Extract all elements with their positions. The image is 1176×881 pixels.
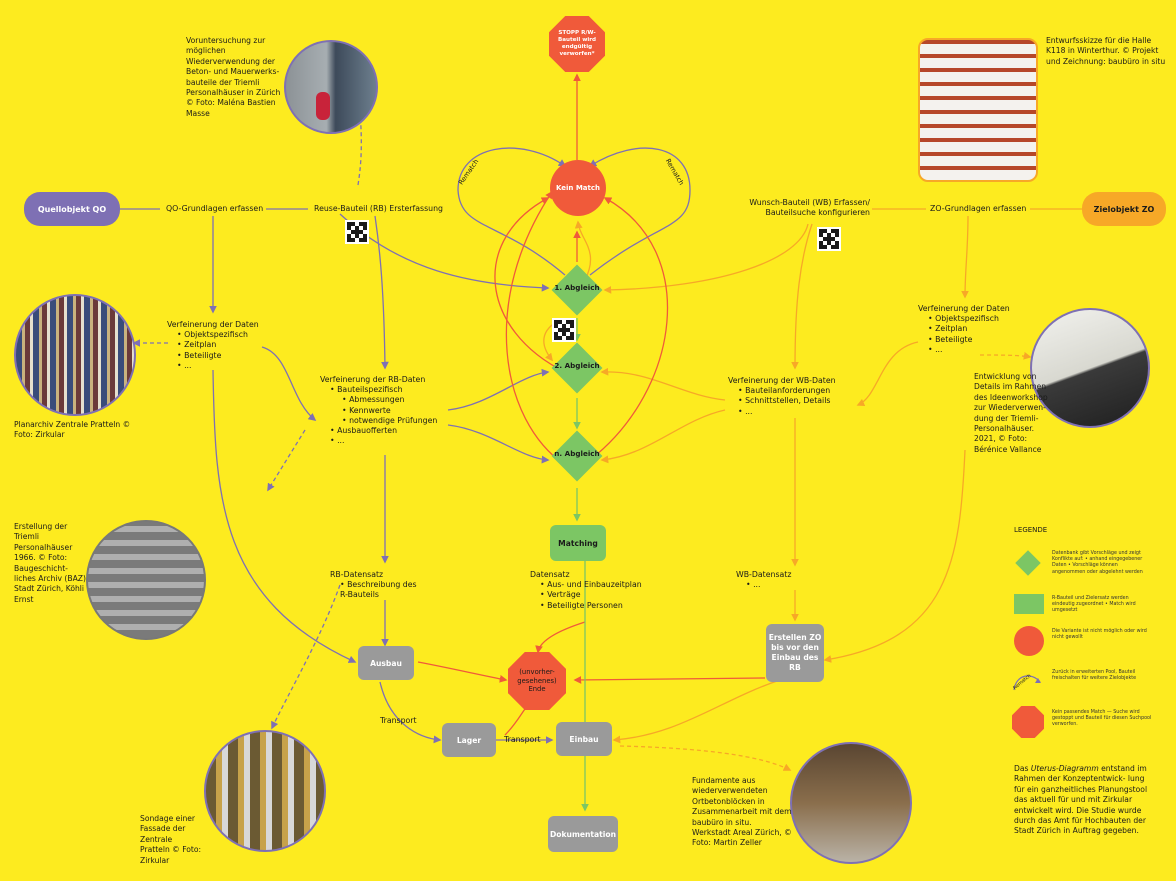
photo-sondage-fassade: [204, 730, 326, 852]
datensatz-item: Verträge: [540, 590, 650, 600]
rb-datensatz-block: RB-Datensatz Beschreibung des R-Bauteils: [330, 570, 440, 601]
quellobjekt-node[interactable]: Quellobjekt QO: [24, 192, 120, 226]
lager-box[interactable]: Lager: [442, 723, 496, 757]
wb-datensatz-block: WB-Datensatz ...: [736, 570, 816, 590]
legend-rematch-text: Zurück in erweiterten Pool, Bauteil frei…: [1052, 670, 1137, 682]
qr-code-icon[interactable]: [345, 220, 369, 244]
legend-green-box-icon: [1014, 594, 1044, 614]
legend-octagon-text: Kein passendes Match — Suche wird gestop…: [1052, 710, 1152, 728]
footnote-emphasis: Uterus-Diagramm: [1030, 764, 1099, 773]
datensatz-block: Datensatz Aus- und Einbauzeitplan Verträ…: [530, 570, 650, 611]
abgleich-2-label: 2. Abgleich: [554, 361, 600, 370]
wb-item: Schnittstellen, Details: [738, 396, 848, 406]
caption-fundamente: Fundamente aus wiederverwendeten Ortbeto…: [692, 776, 792, 848]
rb-sub-item: Abmessungen: [342, 395, 460, 405]
zo-verfeinerung-block: Verfeinerung der Daten Objektspezifisch …: [918, 304, 1028, 355]
footnote-prefix: Das: [1014, 764, 1031, 773]
wb-item: Bauteilanforderungen: [738, 386, 848, 396]
qo-grundlagen-label: QO-Grundlagen erfassen: [166, 204, 264, 213]
person-figure: [316, 92, 330, 120]
zo-verfeinerung-title: Verfeinerung der Daten: [918, 304, 1010, 313]
transport-label: Transport: [380, 716, 417, 725]
rb-item: ...: [330, 436, 460, 446]
kein-match-circle[interactable]: Kein Match: [550, 160, 606, 216]
matching-box[interactable]: Matching: [550, 525, 606, 561]
rb-datensatz-title: RB-Datensatz: [330, 570, 384, 579]
qo-verfeinerung-title: Verfeinerung der Daten: [167, 320, 259, 329]
photo-triemli-wall: [284, 40, 378, 134]
qo-item: Zeitplan: [177, 340, 277, 350]
rb-sub-item: notwendige Prüfungen: [342, 416, 460, 426]
qr-code-icon[interactable]: [552, 318, 576, 342]
qo-verfeinerung-block: Verfeinerung der Daten Objektspezifisch …: [167, 320, 277, 371]
legend-diamond-text: Datenbank gibt Vorschläge und zeigt Konf…: [1052, 551, 1143, 575]
zo-item: Zeitplan: [928, 324, 1028, 334]
rb-datensatz-item: Beschreibung des R-Bauteils: [340, 580, 418, 600]
caption-planarchiv: Planarchiv Zentrale Pratteln © Foto: Zir…: [14, 420, 131, 440]
transport-label: Transport: [504, 735, 541, 744]
legend-title: LEGENDE: [1014, 526, 1048, 534]
wb-verfeinerung-block: Verfeinerung der WB-Daten Bauteilanforde…: [728, 376, 848, 417]
wb-verfeinerung-title: Verfeinerung der WB-Daten: [728, 376, 836, 385]
datensatz-item: Aus- und Einbauzeitplan: [540, 580, 650, 590]
caption-voruntersuchung: Voruntersuchung zur möglichen Wiederverw…: [186, 36, 281, 118]
erstellen-zo-box[interactable]: Erstellen ZO bis vor den Einbau des RB: [766, 624, 824, 682]
rb-item: Ausbauofferten: [330, 426, 460, 436]
abgleich-1-label: 1. Abgleich: [554, 283, 600, 292]
qo-item: Objektspezifisch: [177, 330, 277, 340]
ende-octagon[interactable]: (unvorher- gesehenes) Ende: [508, 652, 566, 710]
qr-code-icon[interactable]: [817, 227, 841, 251]
wunsch-bauteil-line1: Wunsch-Bauteil (WB) Erfassen/: [749, 198, 870, 207]
wunsch-bauteil-line2: Bauteilsuche konfigurieren: [765, 208, 870, 218]
wunsch-bauteil-label: Wunsch-Bauteil (WB) Erfassen/ Bauteilsuc…: [748, 198, 870, 218]
legend-rematch-icon: [1013, 675, 1041, 691]
legend-green-box-text: R-Bauteil und Zielersatz werden eindeuti…: [1052, 596, 1136, 614]
rb-verfeinerung-title: Verfeinerung der RB-Daten: [320, 375, 426, 384]
caption-details: Entwicklung von Details im Rahmen des Id…: [974, 372, 1048, 454]
zielobjekt-node[interactable]: Zielobjekt ZO: [1082, 192, 1166, 226]
dokumentation-box[interactable]: Dokumentation: [548, 816, 618, 852]
legend-octagon-icon: [1012, 706, 1044, 738]
rb-sub-item: Kennwerte: [342, 406, 460, 416]
zo-grundlagen-label: ZO-Grundlagen erfassen: [930, 204, 1027, 213]
einbau-box[interactable]: Einbau: [556, 722, 612, 756]
wb-item: ...: [738, 407, 848, 417]
footnote: Das Uterus-Diagramm entstand im Rahmen d…: [1014, 764, 1154, 837]
wb-datensatz-title: WB-Datensatz: [736, 570, 792, 579]
photo-erstellung-triemli: [86, 520, 206, 640]
legend-red-circle-icon: [1014, 626, 1044, 656]
wb-datensatz-item: ...: [746, 580, 816, 590]
caption-sondage: Sondage einer Fassade der Zentrale Pratt…: [140, 814, 202, 865]
zo-item: ...: [928, 345, 1028, 355]
footnote-rest: entstand im Rahmen der Konzeptentwick- l…: [1014, 764, 1148, 836]
ausbau-box[interactable]: Ausbau: [358, 646, 414, 680]
reuse-bauteil-label: Reuse-Bauteil (RB) Ersterfassung: [314, 204, 443, 213]
stopp-octagon[interactable]: STOPP R/W-Bauteil wird endgültig verworf…: [549, 16, 605, 72]
photo-planarchiv: [14, 294, 136, 416]
datensatz-item: Beteiligte Personen: [540, 601, 650, 611]
sketch-halle-k118: [918, 38, 1038, 182]
qo-item: ...: [177, 361, 277, 371]
legend-red-circle-text: Die Variante ist nicht möglich oder wird…: [1052, 629, 1147, 641]
photo-fundamente: [790, 742, 912, 864]
rb-verfeinerung-block: Verfeinerung der RB-Daten Bauteilspezifi…: [320, 375, 460, 446]
qo-item: Beteiligte: [177, 351, 277, 361]
caption-entwurfsskizze: Entwurfsskizze für die Halle K118 in Win…: [1046, 36, 1166, 66]
rb-item: Bauteilspezifisch: [330, 385, 460, 395]
zo-item: Objektspezifisch: [928, 314, 1028, 324]
photo-details-workshop: [1030, 308, 1150, 428]
datensatz-title: Datensatz: [530, 570, 570, 579]
abgleich-n-label: n. Abgleich: [554, 449, 600, 458]
zo-item: Beteiligte: [928, 335, 1028, 345]
caption-erstellung: Erstellung der Triemli Personalhäuser 19…: [14, 522, 86, 604]
